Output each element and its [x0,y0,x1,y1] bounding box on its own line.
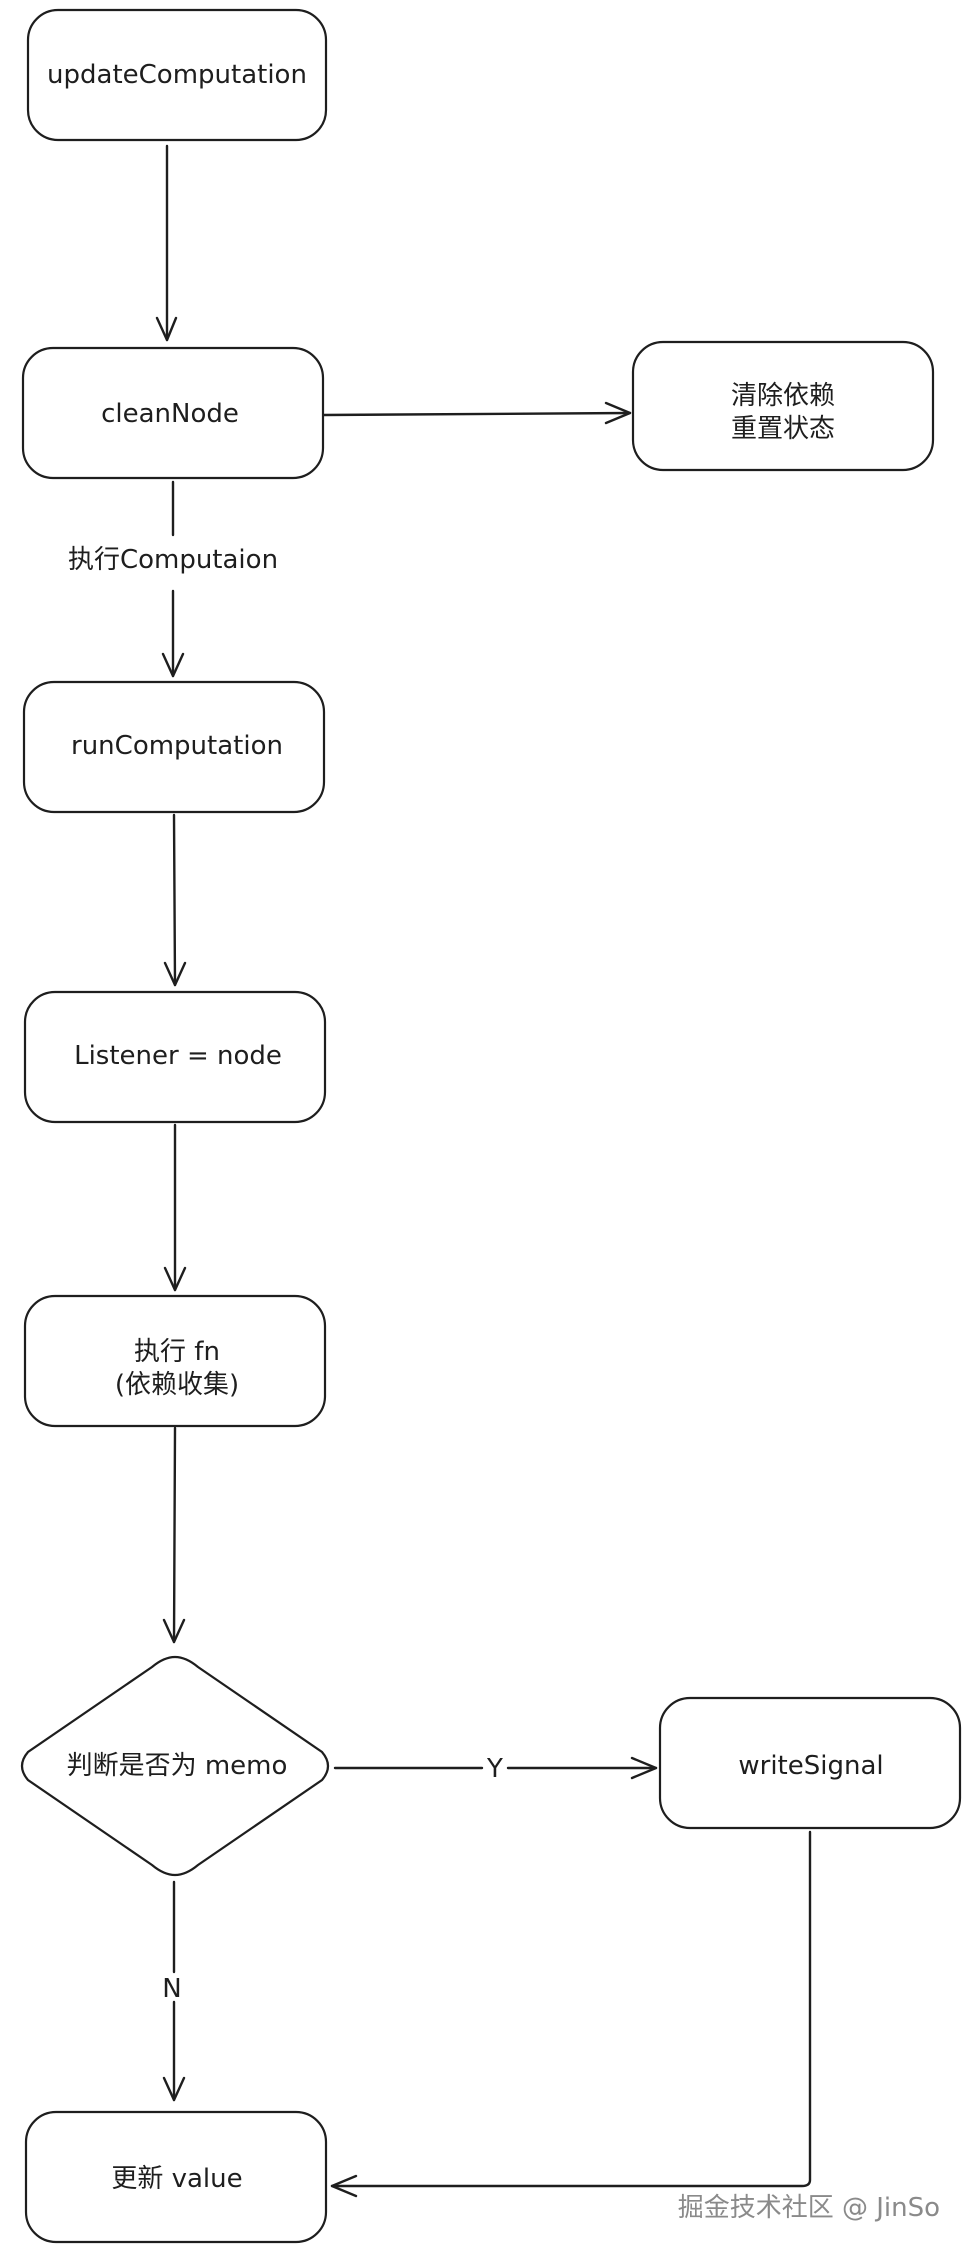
node-clean-node[interactable]: cleanNode [21,346,325,480]
node-update-computation[interactable]: updateComputation [26,8,328,142]
edge-exec-to-memo [162,1426,186,1644]
edge-clean-to-run: 执行Computaion [68,480,278,678]
node-label: 判断是否为 memo [67,1751,288,1781]
node-label: writeSignal [738,1751,883,1781]
edge-label-no: N [162,1974,181,2004]
node-label: updateComputation [47,60,307,90]
node-label-line2: (依赖收集) [115,1370,239,1400]
node-label: cleanNode [101,399,239,429]
node-label: runComputation [71,731,283,761]
node-label: 更新 value [111,2164,242,2194]
edge-memo-to-update-no: N [162,1880,186,2102]
node-label: Listener = node [74,1041,282,1071]
edge-label-yes: Y [486,1754,503,1784]
node-listener-assign[interactable]: Listener = node [23,990,327,1124]
edge-listener-to-exec [163,1123,187,1292]
edge-memo-to-write-yes: Y [333,1754,658,1784]
edge-clean-to-clear [321,401,632,425]
edge-update-to-clean [155,144,178,342]
node-is-memo-decision[interactable]: 判断是否为 memo [20,1655,330,1877]
node-label-line1: 执行 fn [134,1337,220,1367]
node-update-value[interactable]: 更新 value [24,2110,328,2244]
node-run-computation[interactable]: runComputation [22,680,326,814]
edges: 执行Computaion Y [68,144,812,2198]
node-write-signal[interactable]: writeSignal [658,1696,962,1830]
node-clear-deps-reset-state[interactable]: 清除依赖 重置状态 [631,340,935,472]
edge-label-execute-computation: 执行Computaion [68,545,278,575]
watermark-text: 掘金技术社区 @ JinSo [678,2193,940,2223]
node-label-line1: 清除依赖 [731,381,835,411]
node-label-line2: 重置状态 [731,414,835,444]
node-execute-fn[interactable]: 执行 fn (依赖收集) [23,1294,327,1428]
edge-write-to-update [330,1830,812,2198]
edge-run-to-listener [163,813,187,987]
